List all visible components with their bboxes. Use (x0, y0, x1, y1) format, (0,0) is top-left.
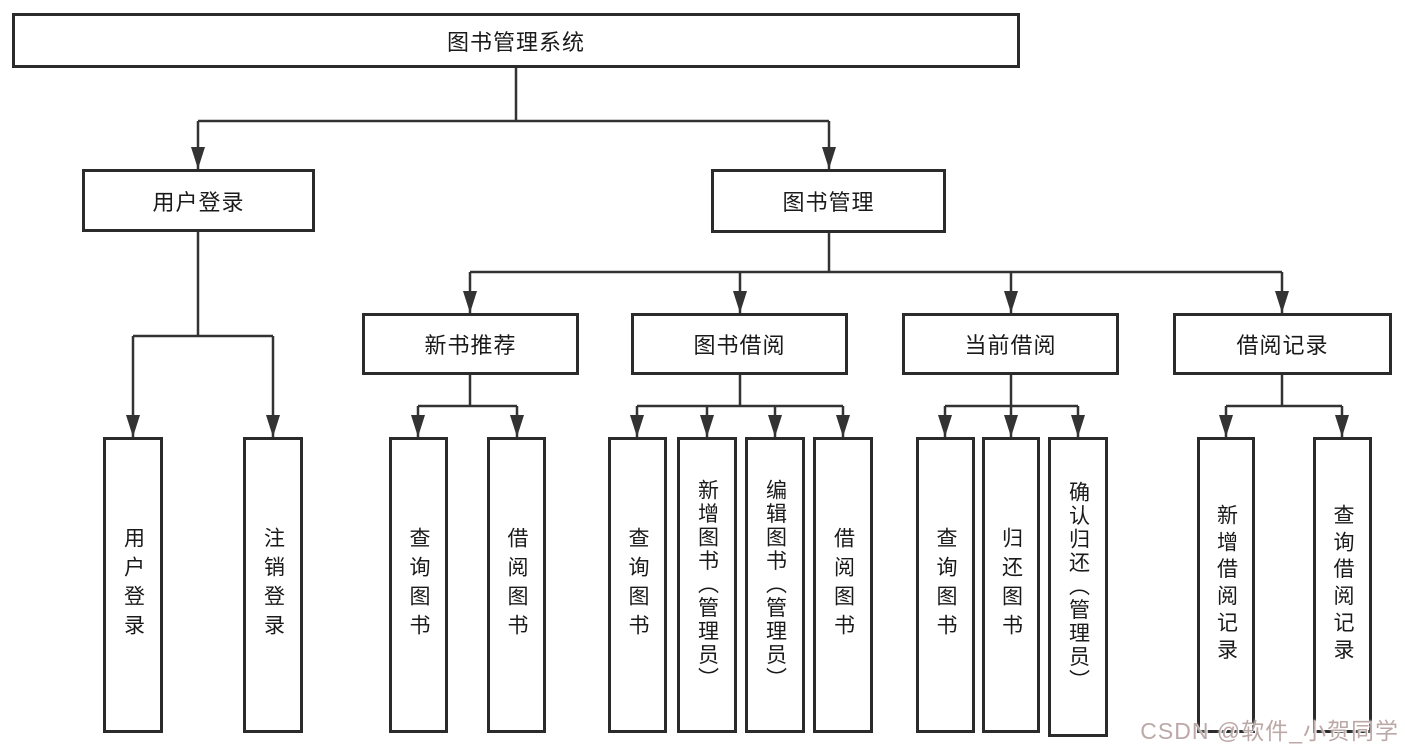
leaf-query-books-current: 查询图书 (916, 437, 975, 733)
node-new-book-recommend: 新书推荐 (362, 313, 579, 375)
leaf-borrow-books-recommend: 借阅图书 (487, 437, 546, 733)
leaf-query-books-recommend: 查询图书 (389, 437, 448, 733)
leaf-borrow-books: 借阅图书 (813, 437, 873, 733)
leaf-label: 注销登录 (261, 527, 285, 643)
leaf-label: 归还图书 (999, 527, 1023, 643)
node-book-borrow: 图书借阅 (631, 313, 848, 375)
leaf-label: 查询图书 (934, 527, 957, 643)
leaf-add-books-admin: 新增图书（管理员） (677, 437, 737, 733)
leaf-add-borrow-record: 新增借阅记录 (1197, 437, 1255, 733)
node-book-management: 图书管理 (711, 169, 946, 233)
leaf-return-books: 归还图书 (982, 437, 1040, 733)
leaf-label: 新增借阅记录 (1214, 504, 1238, 666)
leaf-label: 借阅图书 (505, 527, 528, 643)
leaf-label: 新增图书（管理员） (695, 479, 719, 691)
csdn-watermark: CSDN @软件_小贺同学 (1140, 718, 1399, 744)
leaf-edit-books-admin: 编辑图书（管理员） (745, 437, 805, 733)
leaf-query-borrow-record: 查询借阅记录 (1313, 437, 1372, 733)
leaf-user-login: 用户登录 (103, 437, 163, 733)
leaf-label: 编辑图书（管理员） (763, 479, 787, 691)
node-user-login: 用户登录 (82, 169, 315, 232)
leaf-label: 查询图书 (407, 527, 430, 643)
leaf-label: 借阅图书 (831, 527, 855, 643)
node-borrow-record: 借阅记录 (1173, 313, 1392, 375)
leaf-label: 查询图书 (626, 527, 649, 643)
leaf-label: 确认归还（管理员） (1066, 481, 1090, 693)
leaf-label: 查询借阅记录 (1331, 504, 1354, 666)
leaf-confirm-return-admin: 确认归还（管理员） (1048, 437, 1108, 737)
leaf-logout: 注销登录 (243, 437, 303, 733)
node-current-borrow: 当前借阅 (902, 313, 1119, 375)
leaf-label: 用户登录 (121, 527, 145, 643)
node-root-library-management-system: 图书管理系统 (12, 13, 1020, 68)
leaf-query-books: 查询图书 (608, 437, 667, 733)
